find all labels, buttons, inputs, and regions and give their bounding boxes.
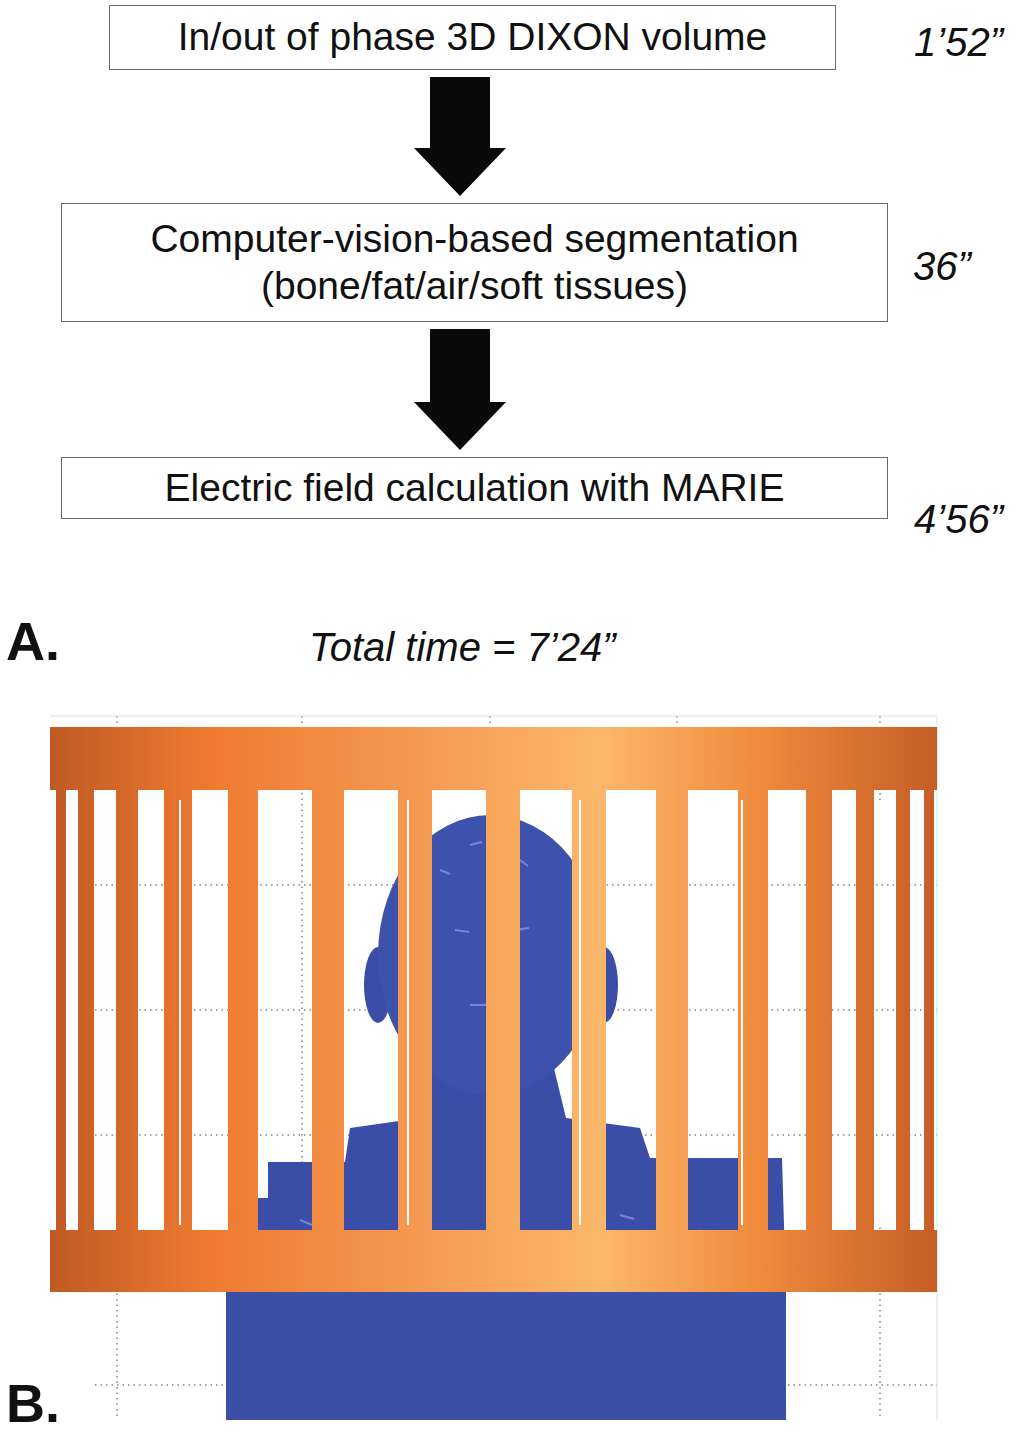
box-text: In/out of phase 3D DIXON volume: [178, 14, 768, 60]
block-arrow: [414, 77, 506, 196]
block-arrow: [414, 329, 506, 450]
time-label: 1’52”: [914, 20, 1003, 64]
coil-slits: [70, 800, 880, 1225]
process-box: Computer-vision-based segmentation (bone…: [61, 203, 888, 322]
box-text: Electric field calculation with MARIE: [165, 465, 785, 511]
plot-border: [937, 716, 938, 1420]
panel-letter: B.: [4, 1376, 62, 1430]
time-label: 36”: [913, 244, 971, 288]
plot-area: [50, 716, 937, 1420]
panel-letter: A.: [4, 614, 62, 668]
time-label: Total time = 7’24”: [309, 625, 615, 669]
plot-grid: [95, 716, 937, 1420]
time-label: 4’56”: [914, 497, 1003, 541]
box-text: Computer-vision-based segmentation (bone…: [149, 216, 801, 308]
process-box: Electric field calculation with MARIE: [61, 457, 888, 519]
process-box: In/out of phase 3D DIXON volume: [109, 5, 836, 70]
plot-border: [50, 716, 937, 717]
birdcage-coil: [50, 727, 937, 1292]
